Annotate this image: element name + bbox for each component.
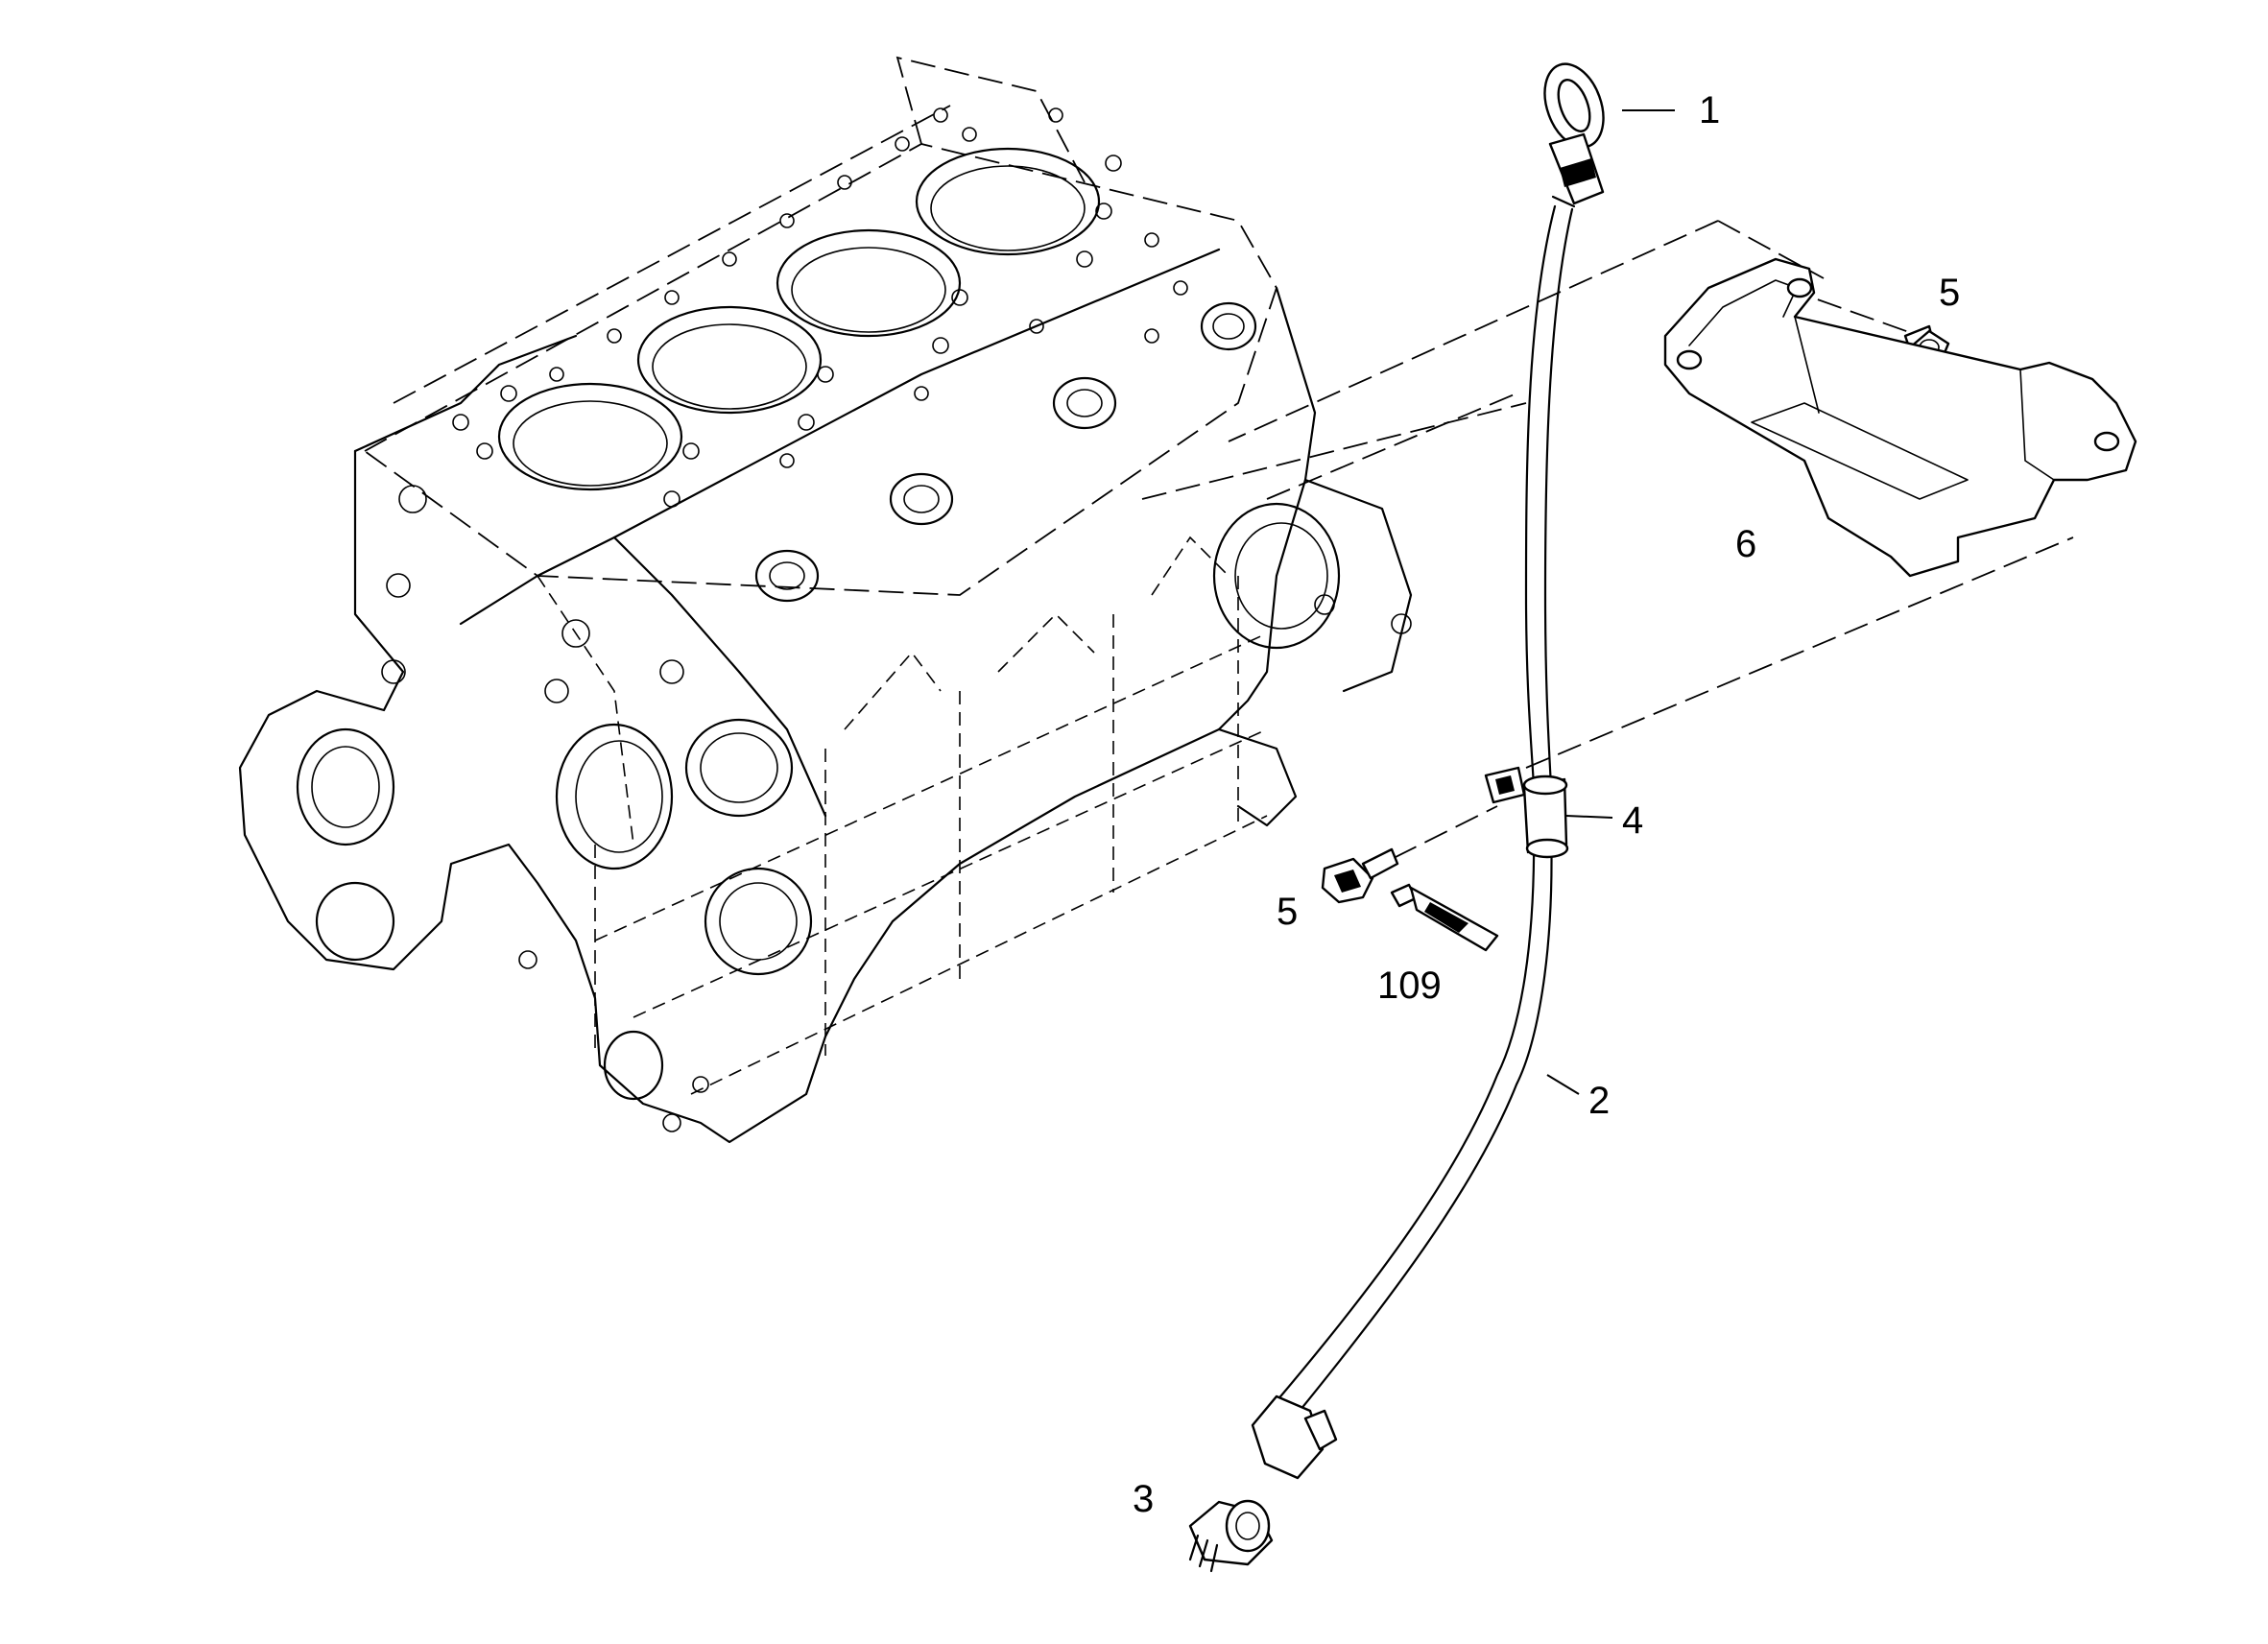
callout-1: 1: [1699, 89, 1720, 131]
cylinder-bores: [497, 147, 1101, 491]
sealant-tube[interactable]: [1390, 883, 1499, 952]
callout-5-upper: 5: [1939, 272, 1960, 314]
callout-109: 109: [1377, 965, 1442, 1007]
bracket[interactable]: [1663, 257, 2137, 578]
callout-5-lower: 5: [1277, 891, 1298, 933]
side-ports: [754, 301, 1257, 603]
engine-block: [238, 56, 1413, 1144]
block-hidden-lines: [537, 536, 1268, 1095]
callout-3: 3: [1133, 1478, 1154, 1520]
dipstick-tube[interactable]: [1251, 204, 1574, 1480]
callouts: 1 2 3 4 5 5 6 109: [1133, 89, 1960, 1520]
bolt-holes: [452, 107, 1188, 508]
tube-clamp[interactable]: [1484, 766, 1569, 859]
callout-4: 4: [1622, 799, 1643, 842]
callout-6: 6: [1735, 523, 1756, 565]
front-face: [296, 485, 1412, 1132]
dipstick-handle[interactable]: [1534, 56, 1613, 208]
plug-fitting[interactable]: [1188, 1499, 1274, 1573]
callout-2: 2: [1588, 1080, 1610, 1122]
bolt-lower[interactable]: [1321, 847, 1399, 904]
